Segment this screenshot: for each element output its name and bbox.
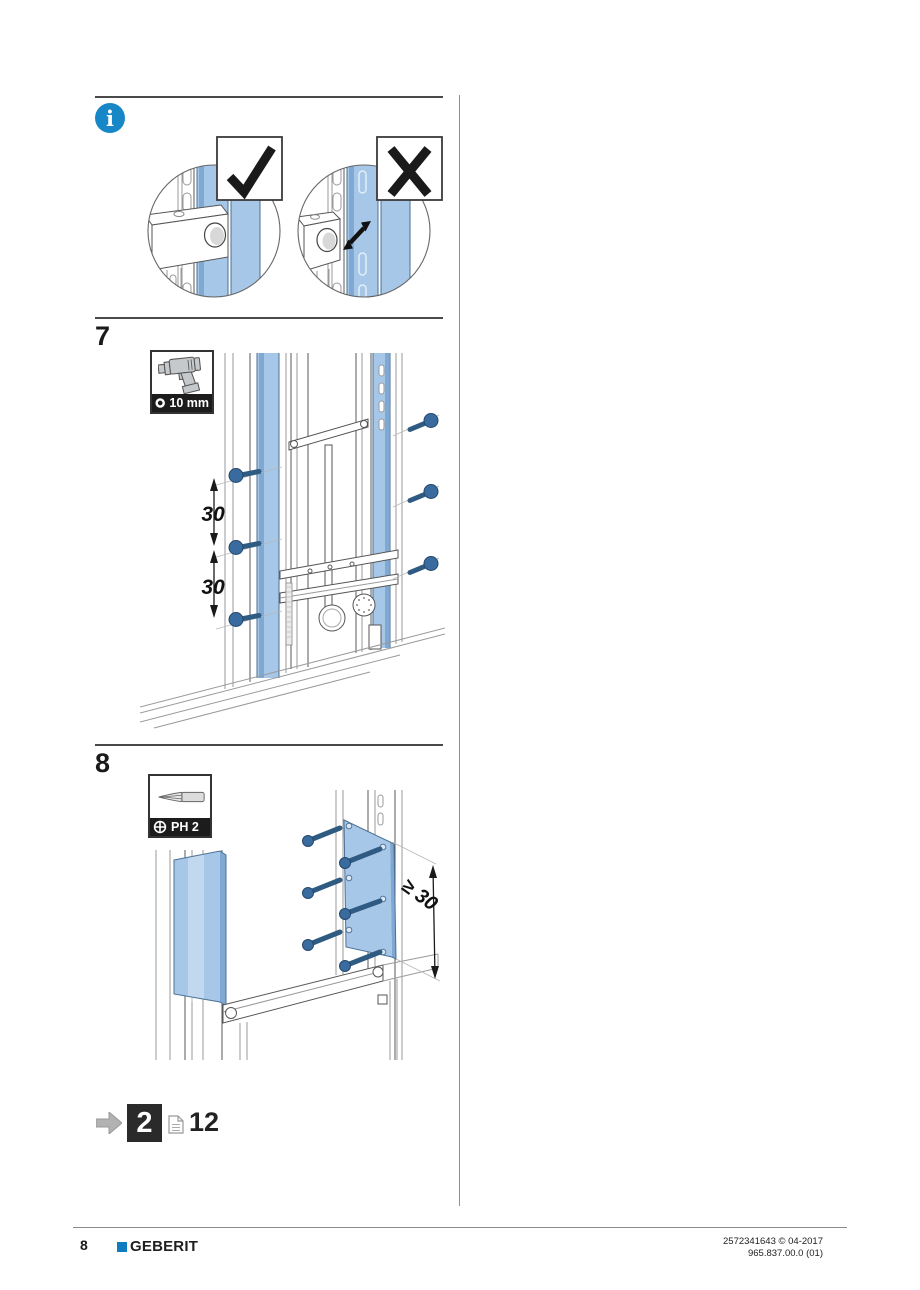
tool-size-bar: PH 2 <box>150 818 210 836</box>
step-7-heading: 7 <box>95 321 111 351</box>
document-icon <box>168 1115 184 1134</box>
doc-id: 2572341643 © 04-2017 <box>723 1236 823 1247</box>
right-cover-plate <box>343 819 397 960</box>
mounting-frame <box>279 353 399 669</box>
geberit-logo: GEBERIT <box>117 1238 198 1255</box>
divider-step8 <box>95 744 443 746</box>
info-glyph: i <box>106 105 114 131</box>
doc-version: 965.837.00.0 (01) <box>747 1247 823 1259</box>
right-screws <box>392 413 440 580</box>
info-icon: i <box>95 103 125 133</box>
dimension-arrow-ge30 <box>391 841 441 982</box>
socket-ring-icon <box>155 398 165 408</box>
dimension-label-30-upper: 30 <box>201 503 225 526</box>
document-identifiers: 2572341643 © 04-2017 965.837.00.0 (01) <box>723 1236 823 1259</box>
dimension-label-30-lower: 30 <box>201 576 225 599</box>
footer-rule <box>73 1227 847 1228</box>
page-reference: 12 <box>189 1107 220 1137</box>
floor-lines <box>140 627 445 729</box>
drill-icon <box>152 352 212 394</box>
frame-cross-rail <box>222 953 439 1060</box>
cross-icon <box>387 146 432 197</box>
geberit-logo-text: GEBERIT <box>130 1238 199 1255</box>
tool-size-label: PH 2 <box>171 820 199 834</box>
check-icon <box>226 145 276 200</box>
step8-illustration <box>155 790 441 1060</box>
tool-size-label: 10 mm <box>169 396 209 410</box>
step7-illustration <box>140 353 445 729</box>
next-step-badge: 2 <box>127 1104 162 1142</box>
divider-step7 <box>95 317 443 319</box>
geberit-logo-square-icon <box>117 1241 127 1252</box>
gap-arrow-icon <box>343 221 371 250</box>
left-cover-plate <box>173 850 227 1007</box>
info-illustration <box>147 136 443 298</box>
phillips-circle-icon <box>153 820 167 834</box>
divider-info-top <box>95 96 443 98</box>
step-8-heading: 8 <box>95 748 111 778</box>
column-divider <box>459 95 460 1206</box>
tool-requirement-socket: 10 mm <box>150 350 214 414</box>
arrow-right-icon <box>96 1112 122 1134</box>
dimension-arrows-30 <box>210 478 218 618</box>
page-number: 8 <box>80 1237 88 1253</box>
plate-screws <box>302 825 383 972</box>
left-screws <box>215 466 283 630</box>
phillips-bit-icon <box>150 776 210 818</box>
wall-studs <box>224 353 403 689</box>
tool-requirement-phillips: PH 2 <box>148 774 212 838</box>
tool-size-bar: 10 mm <box>152 394 212 412</box>
